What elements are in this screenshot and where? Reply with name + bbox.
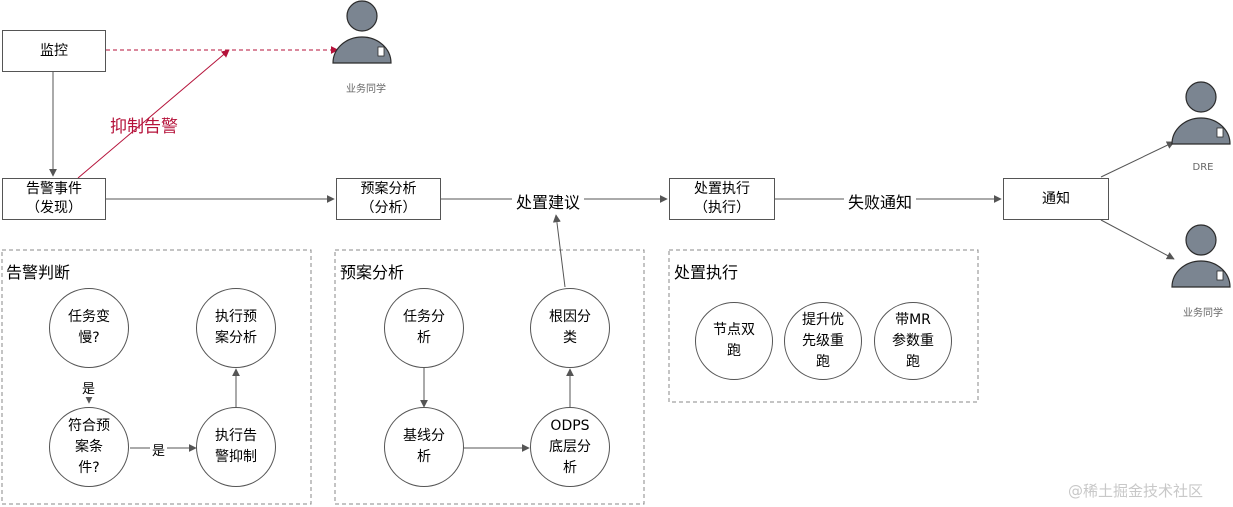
circle-root-cause: 根因分 类 (530, 288, 610, 368)
group-box-execution (668, 249, 979, 403)
edge-label-fail-notify: 失败通知 (844, 189, 917, 213)
circle-task-slow: 任务变 慢? (49, 288, 129, 368)
edge-notify-dre (1100, 141, 1175, 178)
edge-root-suggestion (552, 214, 566, 288)
group-box-analysis (334, 249, 645, 505)
circle-baseline-analysis: 基线分 析 (384, 407, 464, 487)
circle-odps-analysis: ODPS 底层分 析 (530, 407, 610, 487)
node-alert-event: 告警事件 （发现） (2, 178, 106, 220)
circle-match-plan: 符合预 案条 件? (49, 407, 129, 487)
person-label-business-top: 业务同学 (346, 84, 386, 95)
person-label-dre: DRE (1192, 162, 1214, 173)
watermark: @稀土掘金技术社区 (1068, 482, 1204, 500)
node-execute: 处置执行 （执行） (669, 178, 775, 220)
group-title-analysis: 预案分析 (340, 263, 405, 282)
node-plan-analysis: 预案分析 （分析） (336, 178, 441, 220)
circle-exec-suppress: 执行告 警抑制 (196, 407, 276, 487)
circle-task-analysis: 任务分 析 (384, 288, 464, 368)
edge-suppress (77, 49, 230, 179)
person-icon (1171, 224, 1231, 288)
circle-priority-rerun: 提升优 先级重 跑 (784, 302, 862, 380)
person-label-business-right: 业务同学 (1183, 308, 1223, 319)
edge-label-yes-right: 是 (150, 440, 168, 459)
edge-label-yes-down: 是 (80, 378, 98, 397)
person-icon (332, 0, 392, 64)
node-notify: 通知 (1003, 178, 1109, 220)
circle-exec-plan: 执行预 案分析 (196, 288, 276, 368)
group-box-judge (1, 249, 312, 505)
group-title-judge: 告警判断 (6, 263, 71, 282)
node-monitor: 监控 (2, 30, 106, 72)
edge-label-suggestion: 处置建议 (512, 189, 585, 213)
circle-mr-rerun: 带MR 参数重 跑 (874, 302, 952, 380)
circle-double-run: 节点双 跑 (695, 302, 773, 380)
edge-notify-business (1100, 219, 1175, 260)
edge-label-suppress: 抑制告警 (110, 117, 178, 137)
group-title-execution: 处置执行 (674, 263, 739, 282)
person-icon (1171, 81, 1231, 145)
